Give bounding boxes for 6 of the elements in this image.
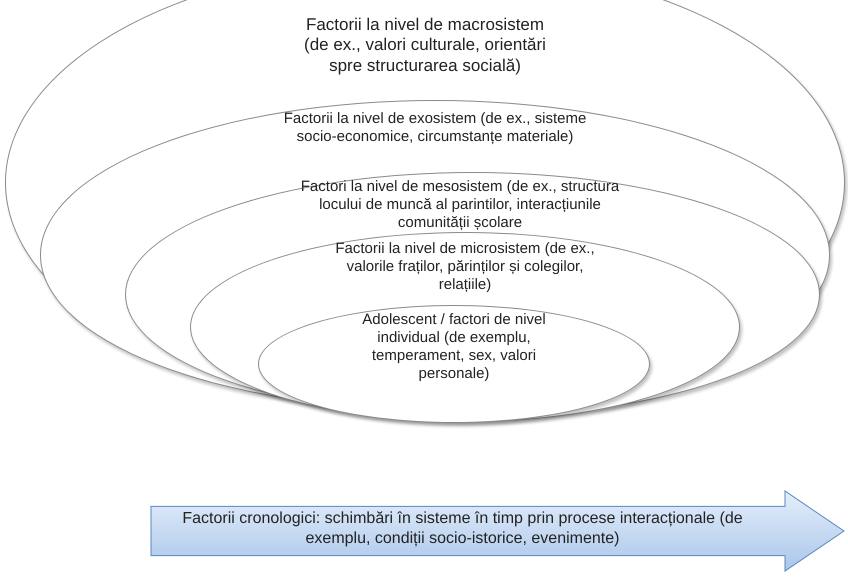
- layer-label: Factorii la nivel de macrosistem (de ex., valori culturale, orientări spre structurarea socială): [303, 15, 547, 76]
- layer-label: Adolescent / factori de nivel individual (de exemplu, temperament, sex, valori personale): [361, 311, 547, 383]
- arrow-label: Factorii cronologici: schimbări în sisteme în timp prin procese interacționale (de exemplu, condiții socio-istorice, evenimente): [181, 509, 744, 548]
- layer-label: Factori la nivel de mesosistem (de ex., structura locului de muncă al parintilor, interacțiunile comunității școlare: [300, 178, 620, 232]
- layer-label: Factorii la nivel de exosistem (de ex., sisteme socio-economice, circumstanțe materiale): [282, 110, 588, 146]
- layer-label: Factorii la nivel de microsistem (de ex., valorile fraților, părinților și colegilor, relațiile): [335, 240, 595, 294]
